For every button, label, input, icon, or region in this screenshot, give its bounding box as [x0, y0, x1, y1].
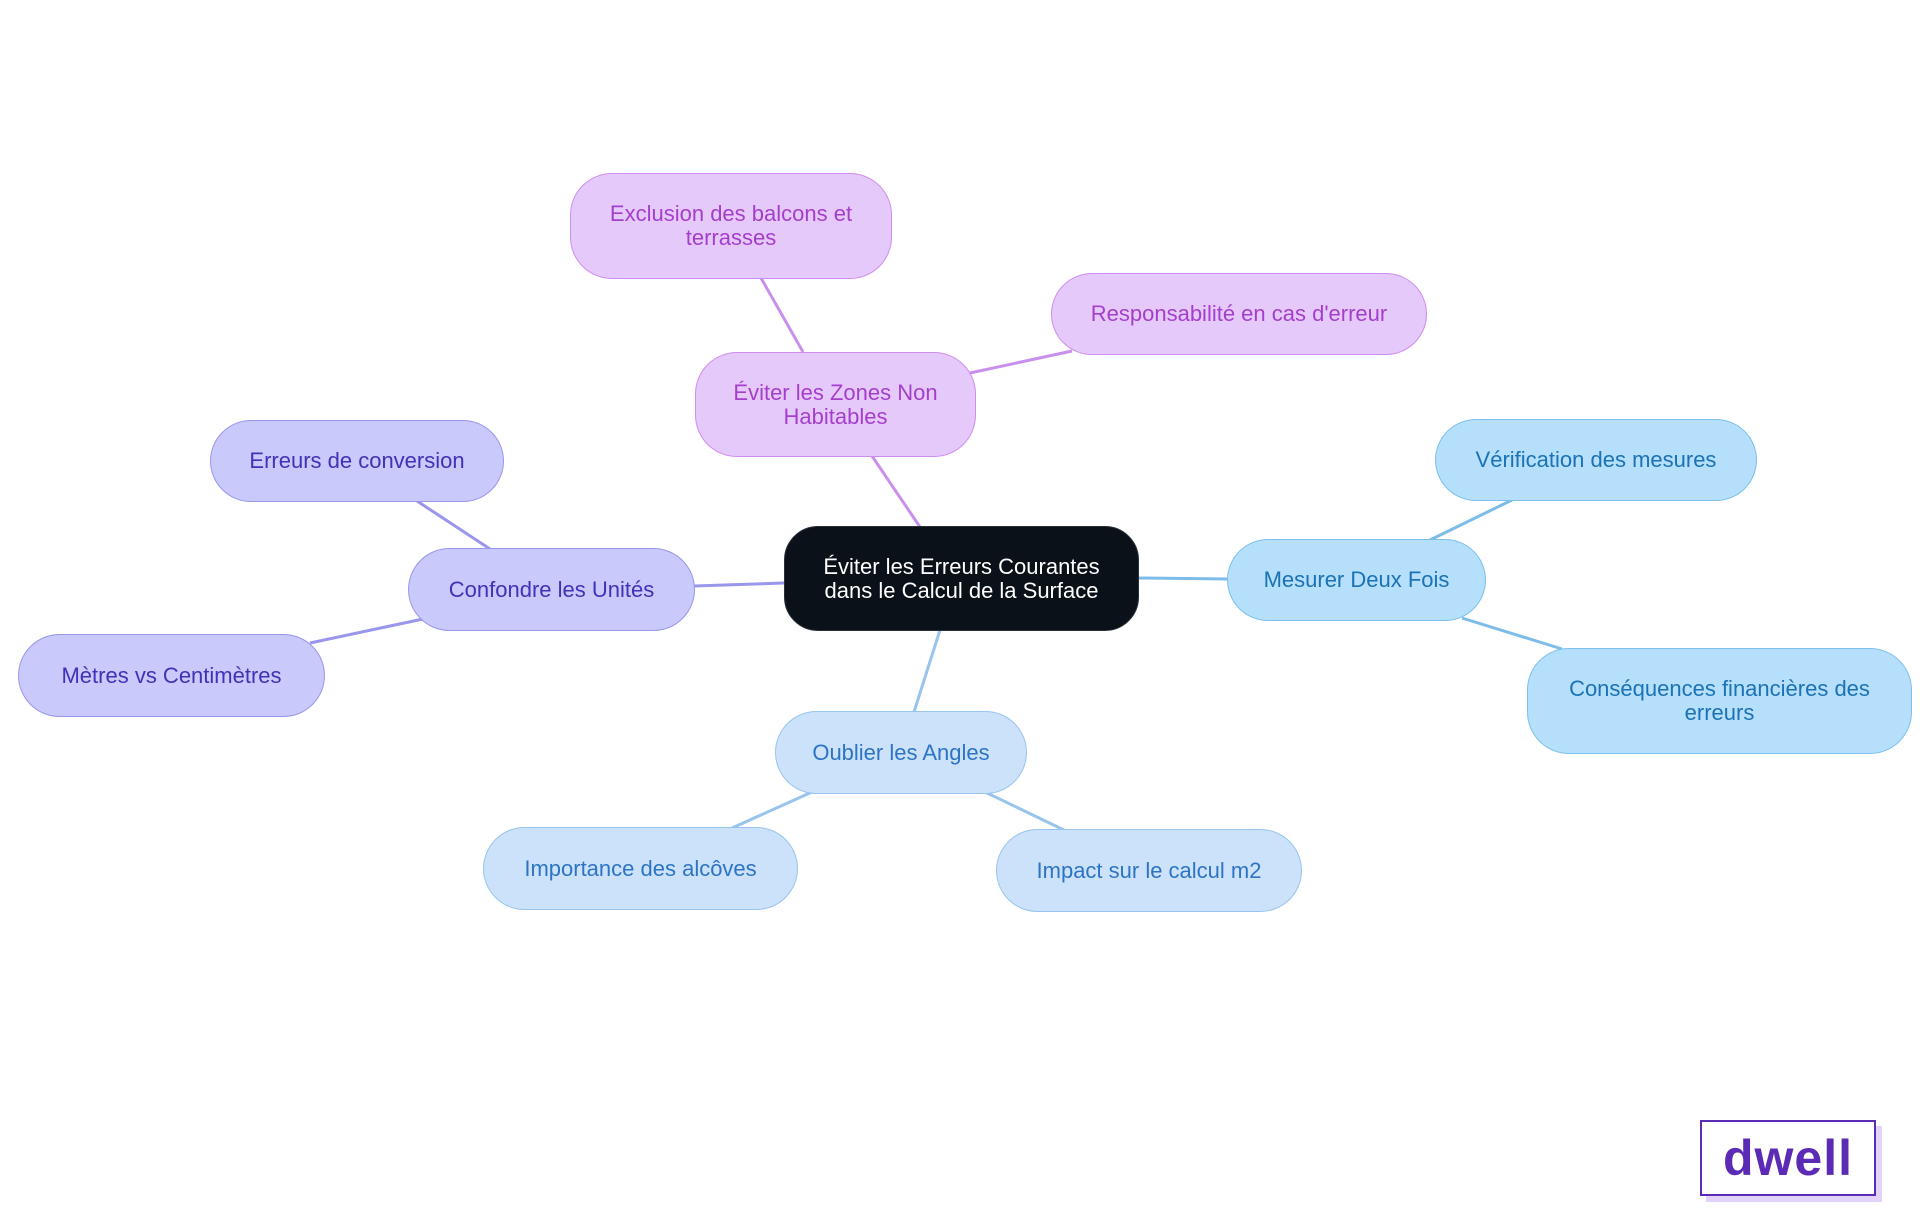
leaf-node-label: Importance des alcôves	[524, 855, 757, 881]
leaf-node-erreurs-conversion[interactable]: Erreurs de conversion	[210, 420, 504, 502]
edge-unites-metres	[309, 617, 424, 645]
branch-node-label: Confondre les Unités	[448, 576, 655, 602]
leaf-node-consequences-financieres[interactable]: Conséquences financières des erreurs	[1527, 648, 1912, 754]
edge-root-zones	[870, 455, 922, 528]
edge-mesurer-consequences	[1461, 616, 1563, 651]
edge-root-mesurer	[1137, 576, 1229, 581]
leaf-node-metres-centimetres[interactable]: Mètres vs Centimètres	[18, 634, 325, 717]
branch-node-confondre-unites[interactable]: Confondre les Unités	[408, 548, 695, 631]
edge-mesurer-verification	[1427, 498, 1513, 543]
root-node[interactable]: Éviter les Erreurs Courantes dans le Cal…	[784, 526, 1139, 631]
leaf-node-label: Vérification des mesures	[1475, 447, 1717, 472]
root-node-label: Éviter les Erreurs Courantes dans le Cal…	[823, 553, 1100, 603]
logo-text: dwell	[1722, 1130, 1854, 1186]
leaf-node-label: Impact sur le calcul m2	[1036, 857, 1262, 883]
leaf-node-responsabilite[interactable]: Responsabilité en cas d'erreur	[1051, 273, 1427, 355]
branch-node-label: Éviter les Zones Non Habitables	[733, 379, 938, 429]
leaf-node-label: Erreurs de conversion	[249, 448, 465, 473]
edge-zones-exclusion	[759, 277, 805, 353]
branch-node-label: Mesurer Deux Fois	[1263, 567, 1450, 592]
leaf-node-impact-calcul[interactable]: Impact sur le calcul m2	[996, 829, 1302, 912]
branch-node-label: Oublier les Angles	[812, 739, 990, 765]
leaf-node-label: Exclusion des balcons et terrasses	[609, 201, 853, 250]
leaf-node-label: Conséquences financières des erreurs	[1569, 676, 1870, 725]
leaf-node-label: Responsabilité en cas d'erreur	[1090, 301, 1388, 326]
leaf-node-importance-alcoves[interactable]: Importance des alcôves	[483, 827, 798, 910]
branch-node-mesurer-deux-fois[interactable]: Mesurer Deux Fois	[1227, 539, 1486, 621]
edge-angles-alcoves	[731, 790, 813, 830]
leaf-node-label: Mètres vs Centimètres	[61, 662, 282, 688]
leaf-node-exclusion-balcons[interactable]: Exclusion des balcons et terrasses	[570, 173, 892, 279]
dwell-logo: dwell	[1700, 1120, 1876, 1196]
branch-node-zones-non-habitables[interactable]: Éviter les Zones Non Habitables	[695, 352, 976, 457]
edge-angles-impact	[984, 790, 1065, 832]
edge-root-unites	[693, 581, 785, 588]
leaf-node-verification-mesures[interactable]: Vérification des mesures	[1435, 419, 1757, 501]
edge-root-angles	[912, 629, 942, 713]
edge-zones-responsabilite	[969, 349, 1073, 375]
branch-node-oublier-angles[interactable]: Oublier les Angles	[775, 711, 1027, 794]
edge-unites-conversion	[416, 499, 491, 551]
